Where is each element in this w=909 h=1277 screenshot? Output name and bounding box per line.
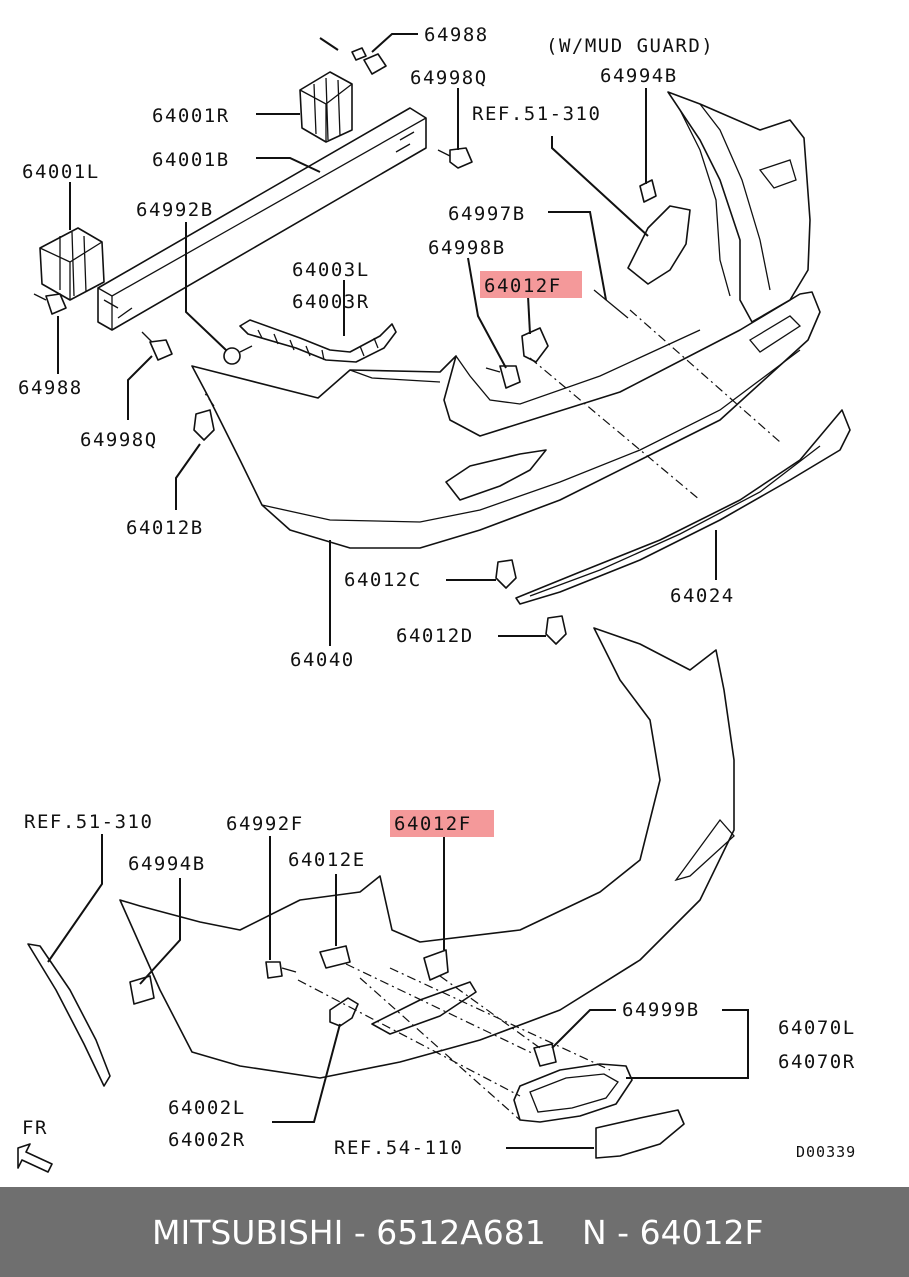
- label-64988-left: 64988: [18, 377, 83, 399]
- label-64070l: 64070L: [778, 1017, 856, 1039]
- label-fr: FR: [22, 1117, 48, 1139]
- label-64012b: 64012B: [126, 517, 204, 539]
- highlight-top: [480, 271, 582, 298]
- front-arrow-icon: [17, 1143, 53, 1173]
- parts-diagram: 64988 (W/MUD GUARD) 64998Q 64994B 64001R…: [17, 24, 856, 1173]
- clip-64999b: [533, 1043, 557, 1067]
- exhaust-finisher: [513, 1063, 633, 1123]
- clip-64994b-bottom: [129, 975, 155, 1005]
- label-64002l: 64002L: [168, 1097, 246, 1119]
- label-64998q-left: 64998Q: [80, 429, 158, 451]
- footer-brand-part: MITSUBISHI - 6512A681: [152, 1212, 546, 1252]
- side-bracket-64003: [239, 319, 397, 363]
- clip-64012e: [319, 945, 351, 969]
- label-64999b: 64999B: [622, 999, 700, 1021]
- highlight-bottom: [390, 810, 494, 837]
- bolt-64998b: [485, 365, 521, 389]
- label-64994b-top: 64994B: [600, 65, 678, 87]
- clip-64012f-top: [521, 327, 549, 363]
- label-ref-54-110: REF.54-110: [334, 1137, 463, 1159]
- label-mud-guard-note: (W/MUD GUARD): [546, 35, 714, 57]
- diagram-code: D00339: [796, 1143, 856, 1161]
- label-64988-top: 64988: [424, 24, 489, 46]
- label-64992b: 64992B: [136, 199, 214, 221]
- label-64001b: 64001B: [152, 149, 230, 171]
- label-64012c: 64012C: [344, 569, 422, 591]
- label-64040: 64040: [290, 649, 355, 671]
- label-64012f-bottom: 64012F: [394, 813, 472, 835]
- screw-64992b: [223, 345, 253, 365]
- bolt-64988-left: [33, 293, 67, 315]
- label-64012f-top: 64012F: [484, 275, 562, 297]
- label-64992f: 64992F: [226, 813, 304, 835]
- leader-lines: [47, 33, 749, 1149]
- bolt-64998q-left: [141, 331, 173, 361]
- footer-bar: MITSUBISHI - 6512A681 N - 64012F: [0, 1187, 909, 1277]
- part-labels: 64988 (W/MUD GUARD) 64998Q 64994B 64001R…: [18, 24, 856, 1161]
- clip-64012f-bottom: [423, 949, 449, 981]
- mud-guard: [27, 943, 111, 1087]
- label-64002r: 64002R: [168, 1129, 246, 1151]
- lower-garnish: [515, 409, 851, 605]
- label-64012e: 64012E: [288, 849, 366, 871]
- bracket-64002: [329, 997, 359, 1027]
- pin-64997b: [593, 289, 629, 319]
- label-64998b: 64998B: [428, 237, 506, 259]
- label-64012d: 64012D: [396, 625, 474, 647]
- label-ref-51-310-bottom: REF.51-310: [24, 811, 153, 833]
- reinforcement-beam: [97, 107, 427, 331]
- alignment-lines-bottom: [297, 963, 611, 1121]
- label-64003l: 64003L: [292, 259, 370, 281]
- label-64024: 64024: [670, 585, 735, 607]
- bracket-left: [39, 227, 105, 301]
- label-ref-51-310-top: REF.51-310: [472, 103, 601, 125]
- label-64070r: 64070R: [778, 1051, 856, 1073]
- label-64997b: 64997B: [448, 203, 526, 225]
- reflector: [595, 1109, 685, 1159]
- clip-64012b: [193, 409, 215, 441]
- bumper-fascia: [191, 291, 821, 549]
- label-64998q-top: 64998Q: [410, 67, 488, 89]
- footer-ref: N - 64012F: [582, 1212, 764, 1252]
- label-64001r: 64001R: [152, 105, 230, 127]
- label-64003r: 64003R: [292, 291, 370, 313]
- clip-64012c: [495, 559, 517, 589]
- clip-64012d: [545, 615, 567, 645]
- bolt-64998q-top: [437, 147, 473, 169]
- upper-side-cover: [627, 91, 811, 323]
- bracket-right: [299, 71, 353, 143]
- bolt-64988-top: [351, 47, 387, 75]
- screw-64992f: [265, 961, 297, 979]
- label-64001l: 64001L: [22, 161, 100, 183]
- label-64994b-bottom: 64994B: [128, 853, 206, 875]
- alignment-lines-top: [203, 309, 781, 501]
